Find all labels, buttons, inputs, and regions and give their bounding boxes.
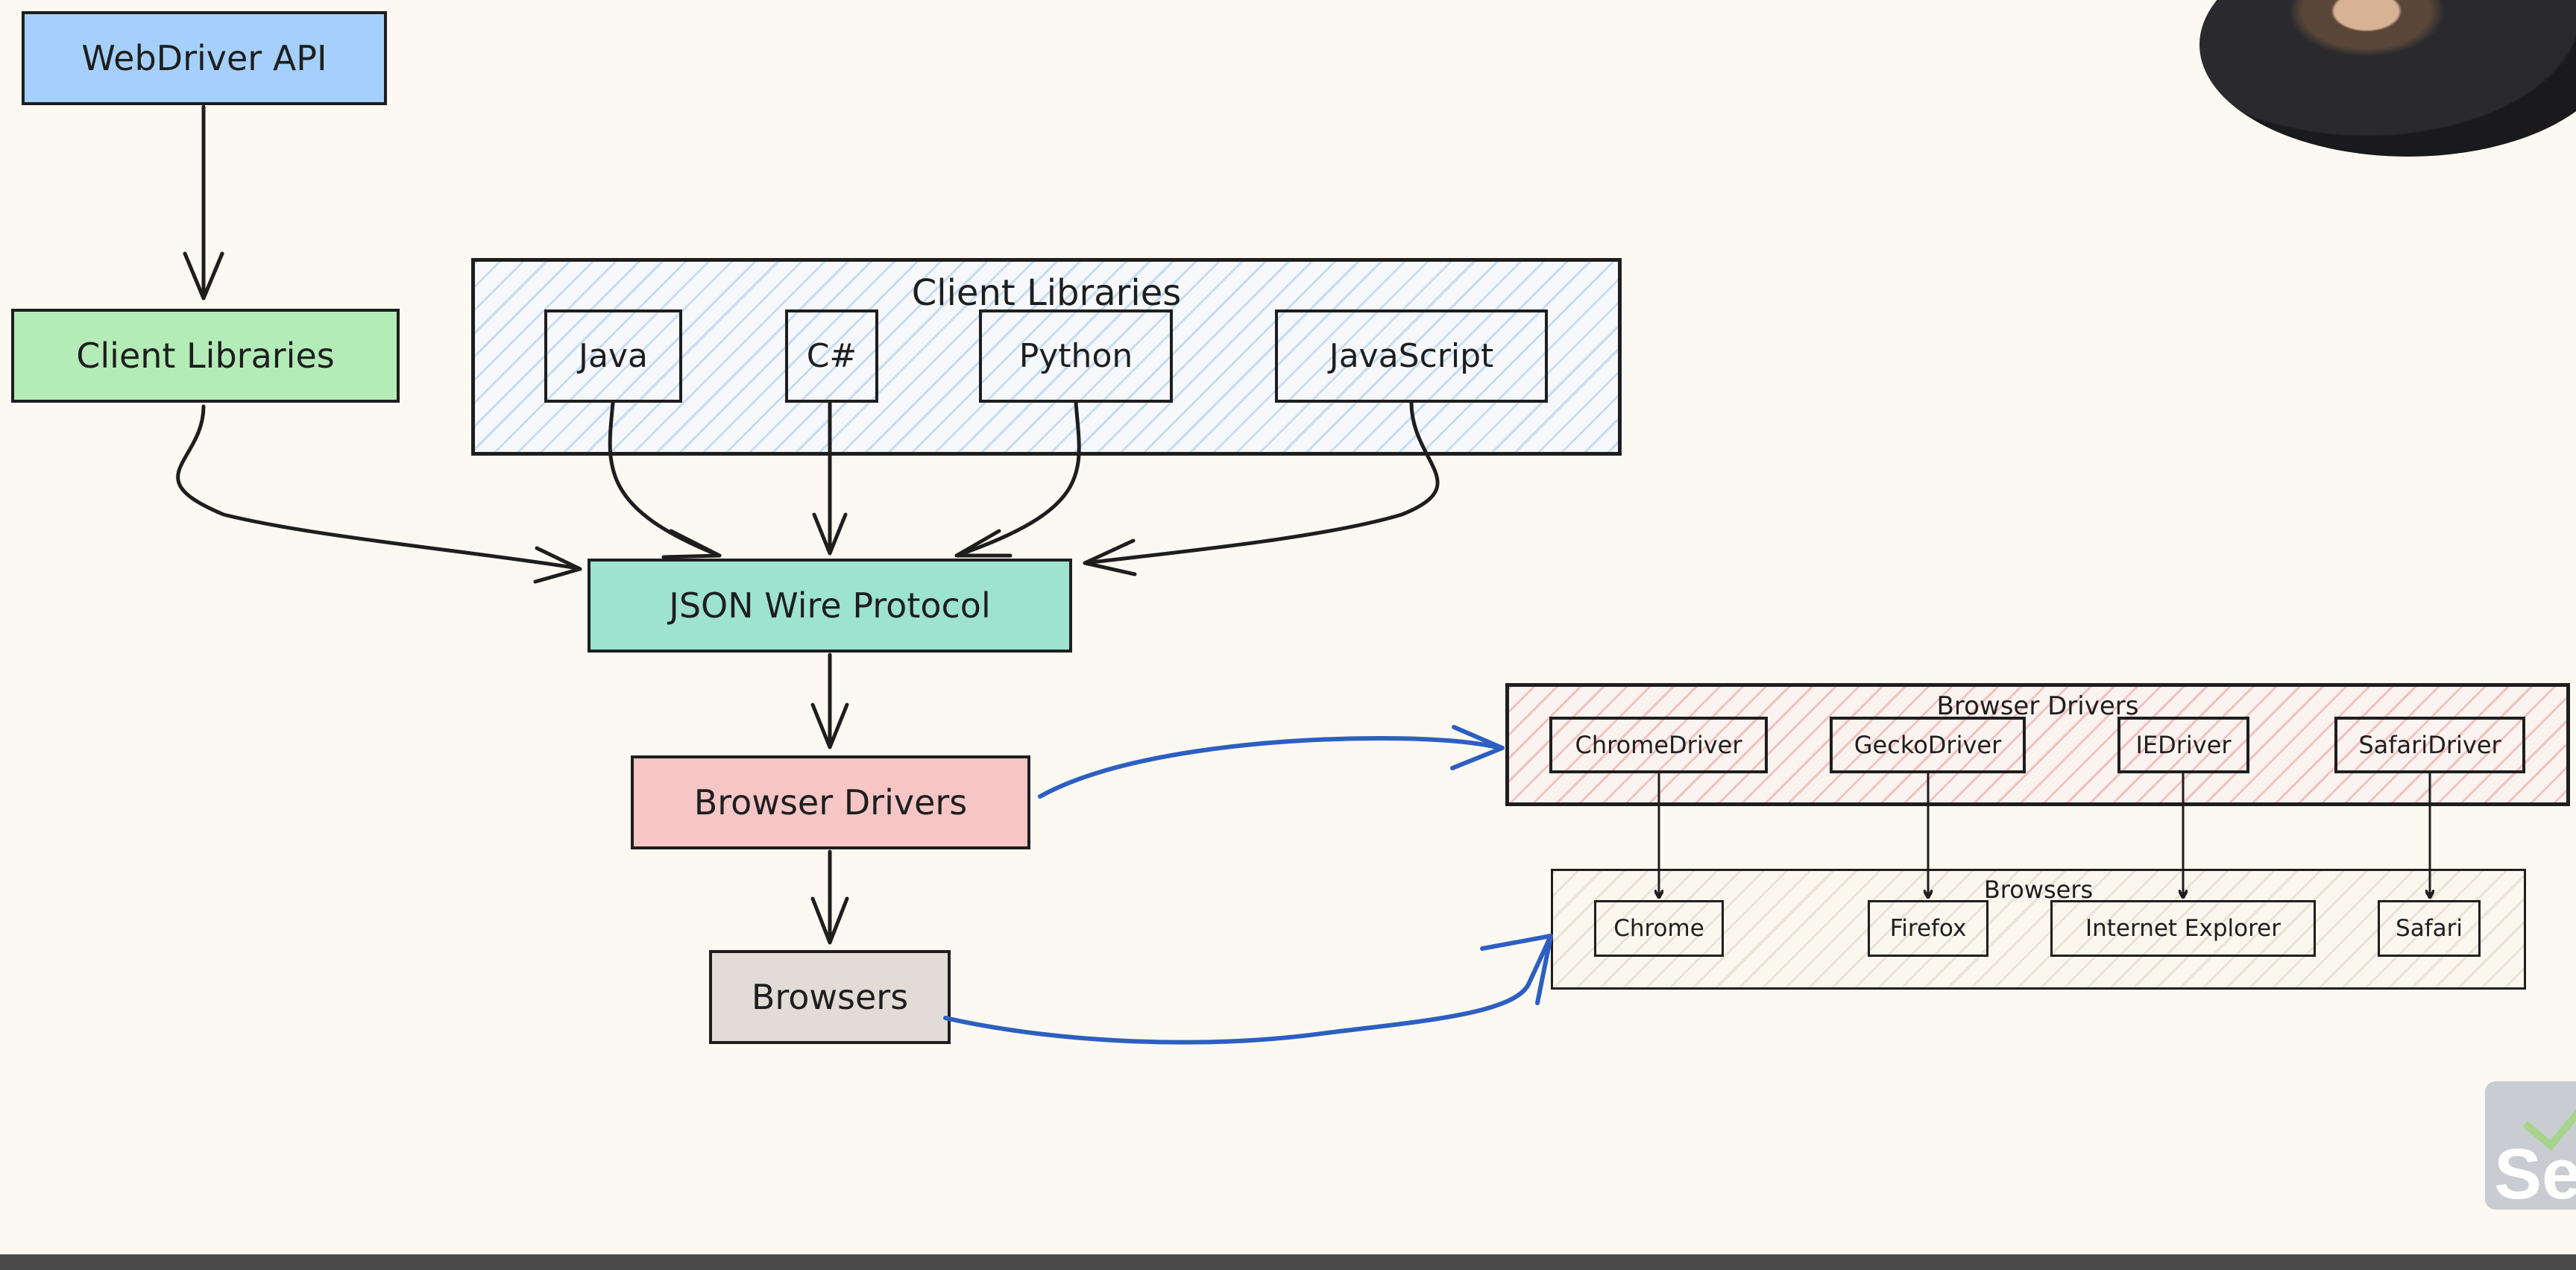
annotation-arrow-browsers-head [1480, 934, 1553, 1005]
arrow-javascript-to-json-head [1083, 538, 1137, 576]
webdriver-api-label: WebDriver API [81, 38, 327, 78]
client-libraries-label: Client Libraries [76, 336, 335, 376]
safari-box: Safari [2378, 900, 2481, 957]
browser-drivers-group-title: Browser Drivers [1936, 691, 2139, 721]
chrome-box: Chrome [1594, 900, 1724, 957]
browsers-box: Browsers [709, 950, 951, 1044]
arrow-javascript-to-json [1083, 400, 1440, 565]
browsers-label: Browsers [751, 977, 909, 1017]
arrow-drivers-to-browsers-head [810, 896, 849, 945]
browsers-group-title: Browsers [1983, 876, 2094, 904]
arrow-java-to-json-head [661, 529, 722, 559]
safari-label: Safari [2396, 915, 2463, 942]
browsers-group: Browsers [1551, 869, 2526, 990]
watermark-text: Se [2494, 1134, 2576, 1214]
iedriver-box: IEDriver [2117, 717, 2249, 773]
client-libraries-group: Client Libraries [471, 258, 1622, 456]
firefox-box: Firefox [1868, 900, 1988, 957]
chrome-label: Chrome [1613, 915, 1704, 942]
arrow-libraries-to-json [176, 404, 580, 570]
python-label: Python [1018, 337, 1133, 375]
selenium-logo-icon [2485, 1081, 2576, 1210]
arrow-python-to-json-head [954, 529, 1013, 558]
annotation-arrow-browsers [943, 934, 1553, 1045]
browser-drivers-label: Browser Drivers [693, 782, 968, 823]
javascript-label: JavaScript [1329, 337, 1494, 375]
geckodriver-label: GeckoDriver [1854, 731, 2002, 759]
client-libraries-group-title: Client Libraries [911, 272, 1182, 314]
client-libraries-box: Client Libraries [11, 309, 400, 403]
browser-drivers-group: Browser Drivers [1505, 683, 2570, 806]
csharp-box: C# [785, 309, 878, 403]
arrow-api-to-libraries-head [183, 251, 224, 301]
arrow-libraries-to-json-head [533, 546, 582, 584]
video-progress-bar[interactable] [0, 1254, 2576, 1270]
safaridriver-box: SafariDriver [2334, 717, 2525, 773]
webdriver-api-box: WebDriver API [22, 11, 387, 105]
chromedriver-label: ChromeDriver [1575, 731, 1742, 759]
browser-drivers-box: Browser Drivers [631, 755, 1030, 849]
annotation-arrow-drivers [1038, 736, 1502, 799]
internet-explorer-box: Internet Explorer [2050, 900, 2316, 957]
annotation-arrow-drivers-head [1450, 725, 1505, 770]
iedriver-label: IEDriver [2135, 731, 2232, 759]
arrow-json-to-drivers-head [810, 702, 849, 749]
chromedriver-box: ChromeDriver [1549, 717, 1768, 773]
json-wire-protocol-label: JSON Wire Protocol [669, 585, 991, 626]
csharp-label: C# [806, 337, 857, 375]
arrow-python-to-json [954, 400, 1081, 558]
safaridriver-label: SafariDriver [2358, 731, 2501, 759]
firefox-label: Firefox [1889, 915, 1967, 942]
java-label: Java [579, 337, 648, 375]
arrow-csharp-to-json-head [812, 512, 848, 556]
arrow-java-to-json [608, 400, 722, 558]
geckodriver-box: GeckoDriver [1830, 717, 2026, 773]
internet-explorer-label: Internet Explorer [2085, 915, 2281, 942]
json-wire-protocol-box: JSON Wire Protocol [588, 559, 1072, 653]
